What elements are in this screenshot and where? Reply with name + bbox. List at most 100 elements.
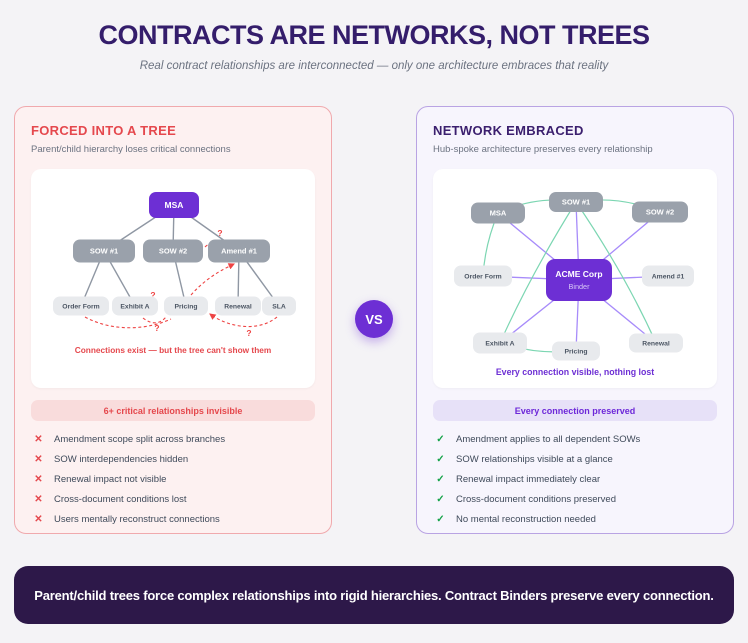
list-item: ✓ Renewal impact immediately clear	[433, 469, 717, 489]
tree-node: SOW #1	[73, 239, 135, 263]
page-header: CONTRACTS ARE NETWORKS, NOT TREES Real c…	[0, 0, 748, 72]
tree-panel-subtitle: Parent/child hierarchy loses critical co…	[31, 144, 231, 155]
x-icon: ✕	[34, 433, 43, 445]
network-diagram-card: MSA SOW #1 SOW #2 Order Form Amend #1 Exhibit…	[433, 169, 717, 388]
network-node: Pricing	[552, 341, 600, 361]
network-node: Order Form	[454, 265, 512, 287]
svg-text:SOW #2: SOW #2	[159, 247, 187, 256]
svg-text:Renewal: Renewal	[224, 303, 252, 310]
network-panel-title: NETWORK EMBRACED	[433, 123, 584, 138]
svg-text:ACME Corp: ACME Corp	[555, 269, 602, 279]
check-icon: ✓	[436, 433, 445, 445]
tree-node: MSA	[149, 192, 199, 218]
network-panel: NETWORK EMBRACED Hub-spoke architecture …	[416, 106, 734, 534]
list-item-label: Renewal impact immediately clear	[456, 473, 601, 485]
svg-text:Order Form: Order Form	[62, 303, 99, 310]
tree-badge: 6+ critical relationships invisible	[31, 400, 315, 421]
x-icon: ✕	[34, 513, 43, 525]
vs-badge: VS	[355, 300, 393, 338]
svg-text:MSA: MSA	[165, 200, 184, 210]
svg-text:Pricing: Pricing	[174, 303, 197, 310]
list-item-label: Amendment applies to all dependent SOWs	[456, 433, 641, 445]
svg-text:Binder: Binder	[568, 282, 590, 291]
svg-text:Renewal: Renewal	[642, 340, 670, 347]
tree-node: SOW #2	[143, 239, 203, 263]
svg-text:Exhibit A: Exhibit A	[120, 303, 149, 310]
network-node: Amend #1	[642, 265, 694, 287]
svg-text:SLA: SLA	[272, 303, 286, 310]
svg-text:Order Form: Order Form	[464, 273, 501, 280]
list-item: ✓ No mental reconstruction needed	[433, 509, 717, 529]
network-node: MSA	[471, 202, 525, 224]
tree-drawbacks-list: ✕ Amendment scope split across branches ✕ S…	[31, 429, 315, 529]
list-item-label: Cross-document conditions lost	[54, 493, 187, 505]
tree-node: SLA	[262, 296, 296, 316]
hidden-connection-edge	[142, 316, 167, 324]
tree-diagram: ???? MSA SOW #1 SOW #2 Amend #1 Order Form Exh…	[53, 192, 296, 355]
svg-text:Amend #1: Amend #1	[221, 247, 257, 256]
hidden-connection-edge	[84, 316, 172, 329]
list-item: ✕ Users mentally reconstruct connections	[31, 509, 315, 529]
svg-text:Exhibit A: Exhibit A	[485, 340, 514, 347]
check-icon: ✓	[436, 493, 445, 505]
tree-caption: Connections exist — but the tree can't s…	[75, 345, 272, 355]
svg-text:MSA: MSA	[490, 209, 507, 218]
list-item-label: Users mentally reconstruct connections	[54, 513, 220, 525]
question-mark: ?	[150, 290, 155, 300]
list-item: ✓ Amendment applies to all dependent SOWs	[433, 429, 717, 449]
list-item: ✕ SOW interdependencies hidden	[31, 449, 315, 469]
list-item: ✕ Amendment scope split across branches	[31, 429, 315, 449]
hidden-connection-edge	[190, 263, 235, 296]
list-item: ✓ SOW relationships visible at a glance	[433, 449, 717, 469]
tree-node: Order Form	[53, 296, 109, 316]
network-benefits-list: ✓ Amendment applies to all dependent SOWs…	[433, 429, 717, 529]
x-icon: ✕	[34, 453, 43, 465]
list-item-label: Cross-document conditions preserved	[456, 493, 616, 505]
page-subtitle: Real contract relationships are intercon…	[139, 60, 609, 72]
check-icon: ✓	[436, 473, 445, 485]
network-badge: Every connection preserved	[433, 400, 717, 421]
footer-banner: Parent/child trees force complex relatio…	[14, 566, 734, 624]
tree-panel: FORCED INTO A TREE Parent/child hierarch…	[14, 106, 332, 534]
page-title: CONTRACTS ARE NETWORKS, NOT TREES	[98, 20, 650, 50]
question-mark: ?	[246, 328, 251, 338]
network-panel-subtitle: Hub-spoke architecture preserves every r…	[433, 144, 653, 155]
list-item: ✕ Cross-document conditions lost	[31, 489, 315, 509]
network-node: SOW #2	[632, 201, 688, 223]
list-item: ✓ Cross-document conditions preserved	[433, 489, 717, 509]
cross-connection-edge	[575, 201, 657, 344]
tree-node: Pricing	[164, 296, 208, 316]
x-icon: ✕	[34, 473, 43, 485]
svg-text:SOW #1: SOW #1	[562, 198, 590, 207]
tree-diagram-card: ???? MSA SOW #1 SOW #2 Amend #1 Order Form Exh…	[31, 169, 315, 388]
tree-node: Amend #1	[208, 239, 270, 263]
network-node: SOW #1	[549, 192, 603, 212]
svg-text:Amend #1: Amend #1	[652, 273, 685, 280]
network-diagram: MSA SOW #1 SOW #2 Order Form Amend #1 Exhibit…	[454, 192, 694, 377]
tree-node: Exhibit A	[112, 296, 158, 316]
tree-node: Renewal	[215, 296, 261, 316]
network-node: Exhibit A	[473, 332, 527, 354]
network-caption: Every connection visible, nothing lost	[496, 367, 654, 377]
list-item-label: Renewal impact not visible	[54, 473, 167, 485]
svg-text:SOW #1: SOW #1	[90, 247, 118, 256]
x-icon: ✕	[34, 493, 43, 505]
list-item: ✕ Renewal impact not visible	[31, 469, 315, 489]
tree-panel-title: FORCED INTO A TREE	[31, 123, 177, 138]
hidden-connection-edge	[209, 313, 278, 328]
footer-text: Parent/child trees force complex relatio…	[34, 587, 714, 603]
list-item-label: SOW relationships visible at a glance	[456, 453, 613, 465]
network-node: Renewal	[629, 333, 683, 353]
list-item-label: SOW interdependencies hidden	[54, 453, 189, 465]
svg-text:Pricing: Pricing	[564, 348, 587, 355]
comparison-section: FORCED INTO A TREE Parent/child hierarch…	[0, 106, 748, 534]
list-item-label: No mental reconstruction needed	[456, 513, 596, 525]
question-mark: ?	[217, 228, 222, 238]
question-mark: ?	[154, 323, 159, 333]
svg-text:SOW #2: SOW #2	[646, 208, 674, 217]
check-icon: ✓	[436, 453, 445, 465]
check-icon: ✓	[436, 513, 445, 525]
list-item-label: Amendment scope split across branches	[54, 433, 226, 445]
cross-connection-edge	[499, 201, 577, 344]
